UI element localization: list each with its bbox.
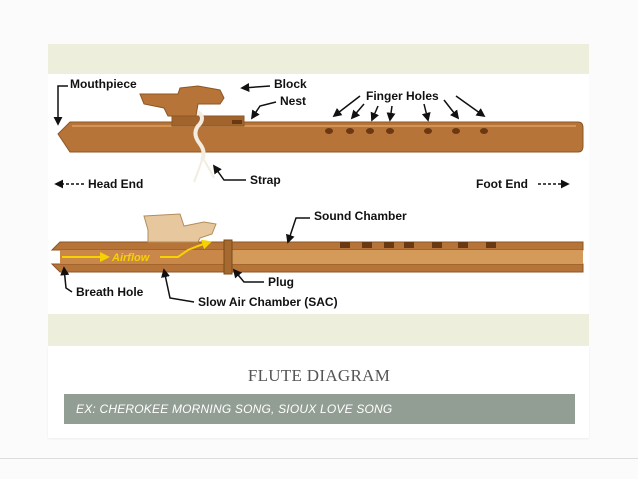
sound-chamber-label: Sound Chamber: [314, 209, 407, 223]
plug-label: Plug: [268, 275, 294, 289]
sound-chamber-holes: [340, 242, 496, 248]
flute-body: [57, 121, 584, 153]
head-end-label: Head End: [88, 177, 143, 191]
slide-subtitle: EX: CHEROKEE MORNING SONG, SIOUX LOVE SO…: [76, 402, 393, 416]
top-band: [48, 44, 589, 74]
nest: [171, 115, 245, 127]
finger-hole-arrows: [332, 95, 486, 122]
block-label: Block: [274, 77, 307, 91]
cutaway-block: [143, 213, 217, 243]
mouthpiece-label: Mouthpiece: [70, 77, 137, 91]
foot-end-label: Foot End: [476, 177, 528, 191]
strap-label: Strap: [250, 173, 281, 187]
slide-title: FLUTE DIAGRAM: [247, 366, 391, 385]
strap: [193, 110, 215, 183]
airflow-label: Airflow: [111, 252, 151, 264]
nest-label: Nest: [280, 94, 306, 108]
flute-external: [57, 85, 584, 183]
flute-cutaway: Airflow: [50, 213, 584, 275]
breath-hole-label: Breath Hole: [76, 285, 144, 299]
bottom-band: [48, 314, 589, 346]
caption-card: [48, 346, 589, 438]
block: [139, 85, 225, 117]
finger-holes-label: Finger Holes: [366, 89, 439, 103]
finger-holes: [325, 128, 488, 134]
subtitle-bar: EX: CHEROKEE MORNING SONG, SIOUX LOVE SO…: [64, 394, 575, 424]
flute-diagram: Mouthpiece Block Nest Finger Holes Head …: [48, 74, 589, 314]
footer-divider: [0, 458, 638, 459]
plug: [223, 239, 233, 275]
sac-label: Slow Air Chamber (SAC): [198, 295, 338, 309]
